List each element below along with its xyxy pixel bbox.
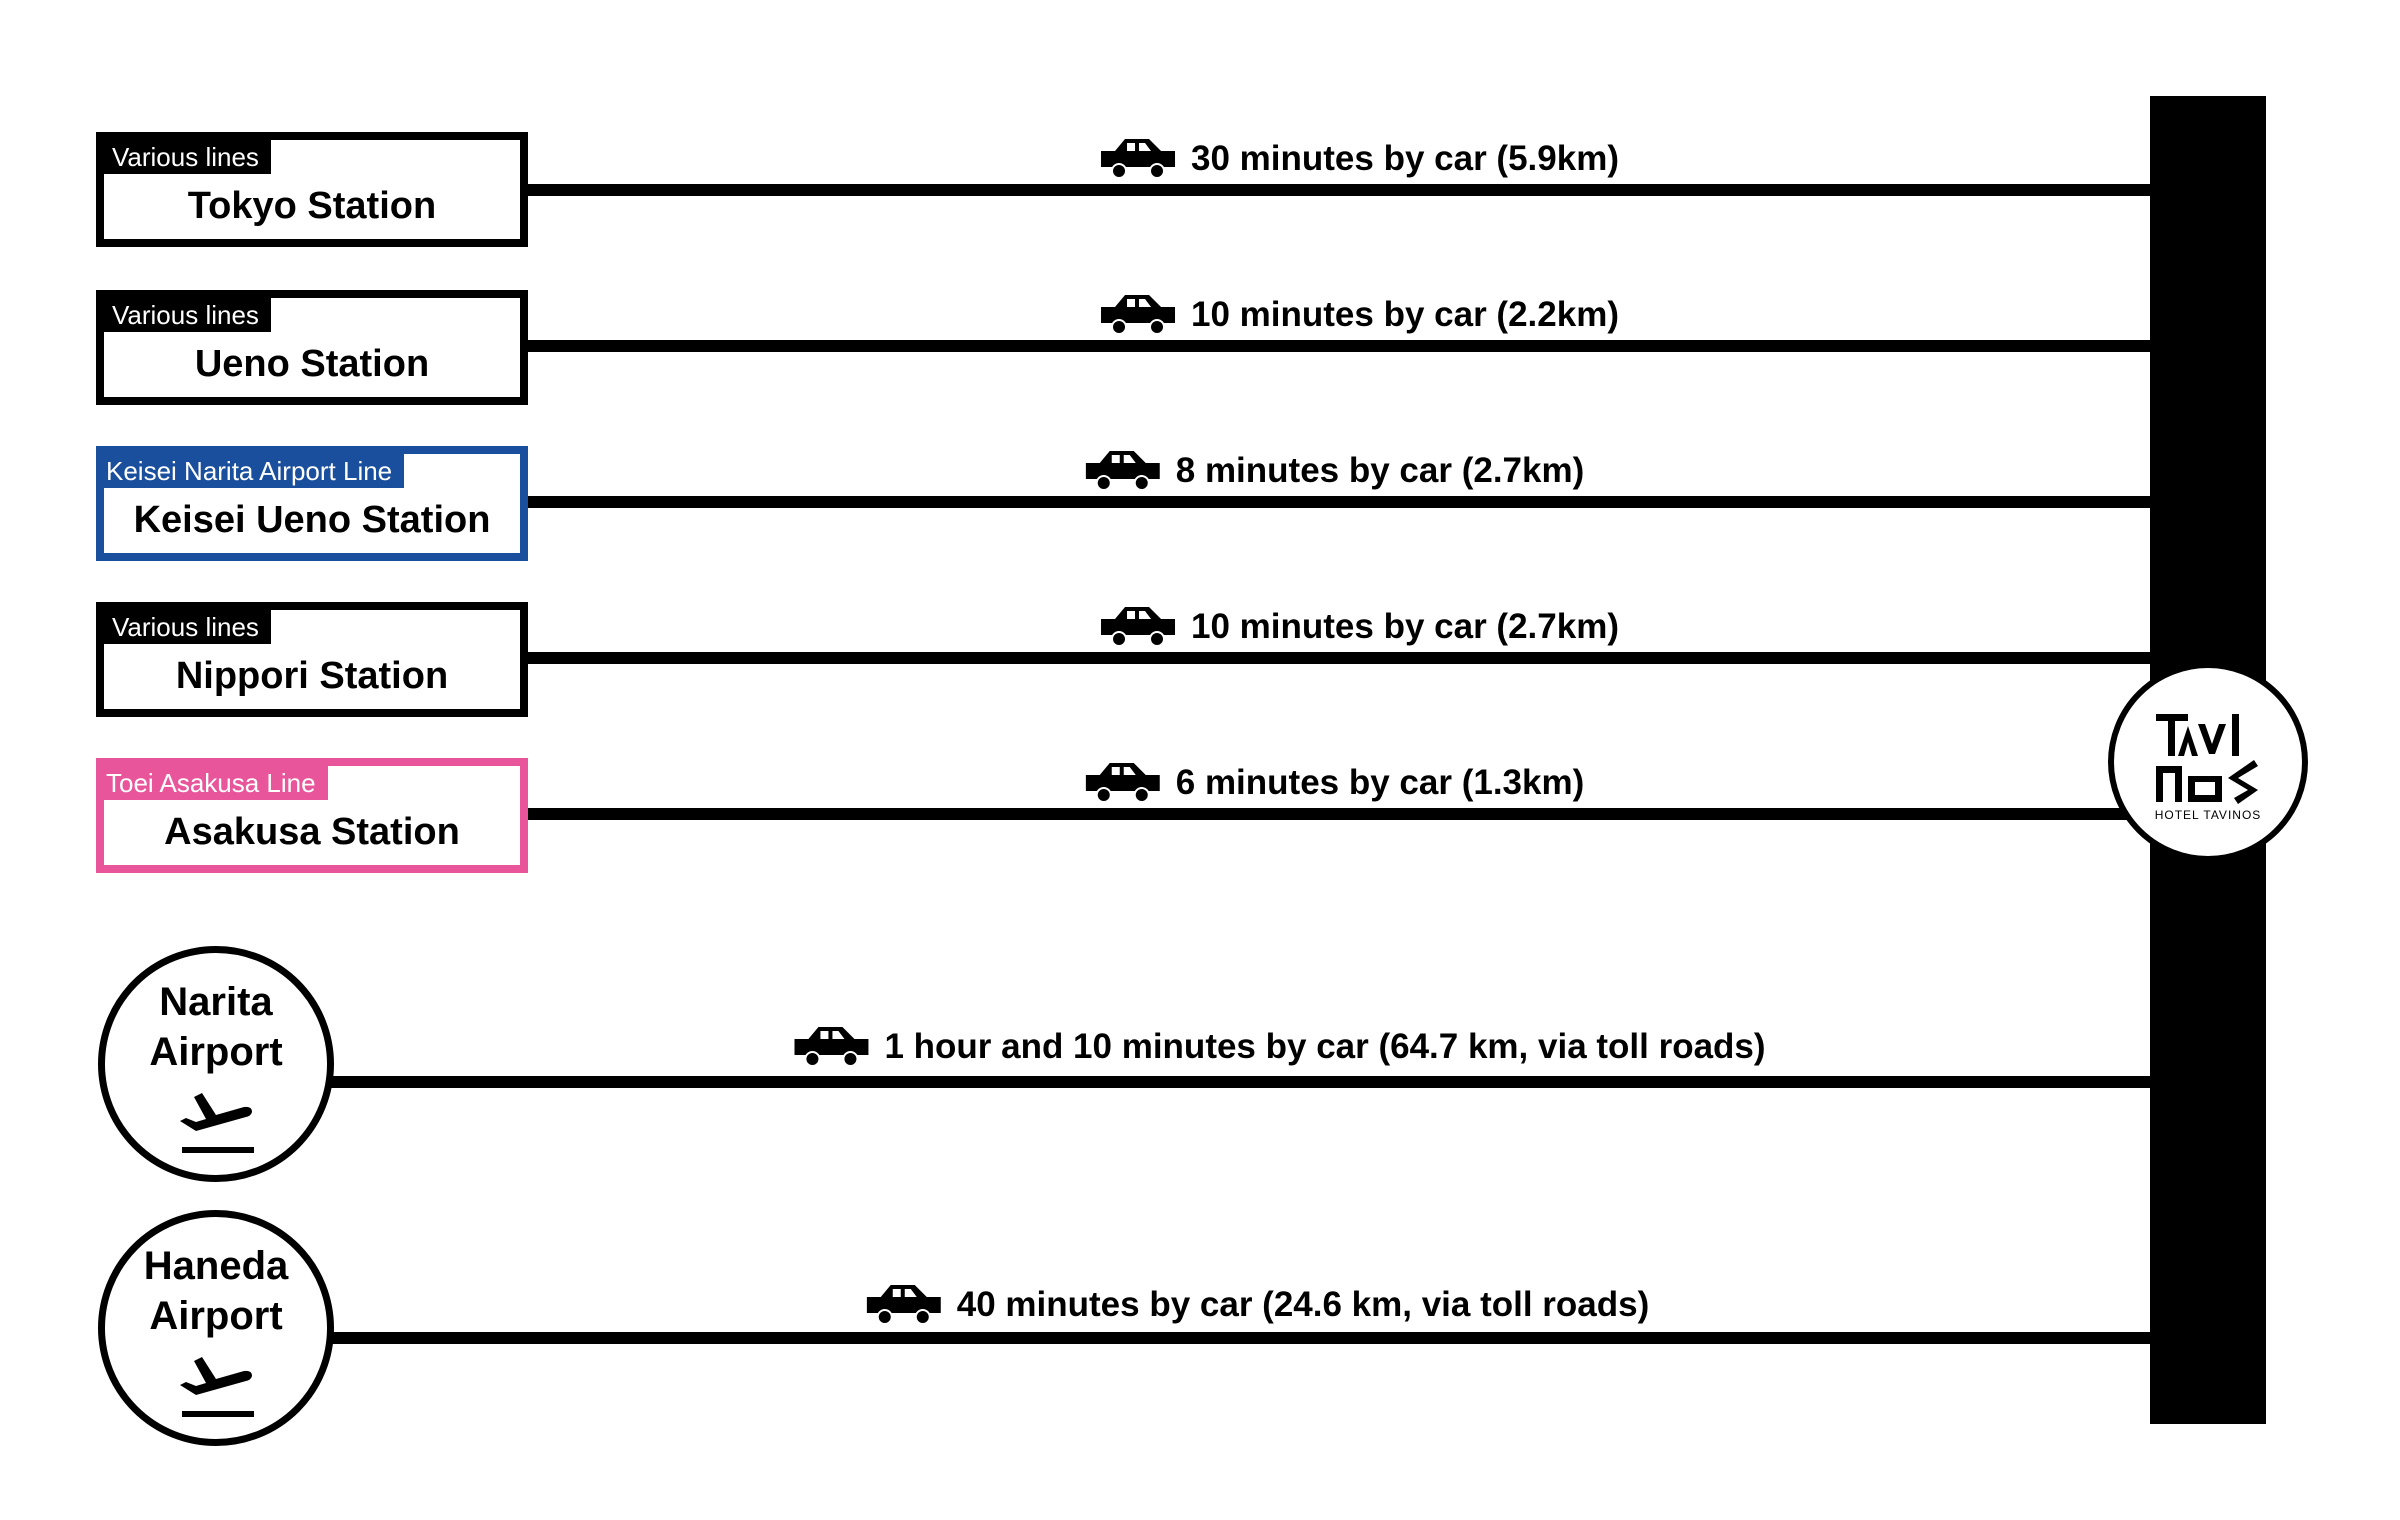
- hotel-tavinos-logo[interactable]: HOTEL TAVINOS: [2108, 662, 2308, 862]
- route-line: [330, 1076, 2150, 1088]
- travel-label: 8 minutes by car (2.7km): [1085, 446, 1585, 496]
- hotel-name: HOTEL TAVINOS: [2154, 808, 2262, 822]
- route-line: [528, 808, 2150, 820]
- travel-time: 40 minutes by car (24.6 km, via toll roa…: [956, 1285, 1650, 1324]
- travel-label: 30 minutes by car (5.9km): [1101, 134, 1619, 184]
- travel-time: 8 minutes by car (2.7km): [1175, 451, 1585, 490]
- station-box-ueno[interactable]: Various lines Ueno Station: [96, 290, 528, 405]
- airport-narita[interactable]: Narita Airport: [98, 946, 334, 1182]
- travel-label: 1 hour and 10 minutes by car (64.7 km, v…: [794, 1022, 1766, 1072]
- line-tag: Keisei Narita Airport Line: [104, 454, 405, 488]
- line-tag: Various lines: [104, 298, 271, 332]
- car-icon: [866, 1285, 941, 1325]
- travel-time: 10 minutes by car (2.2km): [1191, 295, 1619, 334]
- station-box-asakusa[interactable]: Toei Asakusa Line Asakusa Station: [96, 758, 528, 873]
- travel-label: 10 minutes by car (2.7km): [1101, 602, 1619, 652]
- route-line: [528, 184, 2150, 196]
- station-name: Tokyo Station: [187, 185, 437, 227]
- route-line: [528, 652, 2150, 664]
- travel-label: 40 minutes by car (24.6 km, via toll roa…: [866, 1280, 1650, 1330]
- station-box-tokyo[interactable]: Various lines Tokyo Station: [96, 132, 528, 247]
- travel-label: 6 minutes by car (1.3km): [1085, 758, 1585, 808]
- car-icon: [1085, 763, 1160, 803]
- airplane-departure-icon: [180, 1093, 254, 1153]
- station-name: Asakusa Station: [164, 811, 460, 853]
- line-tag: Various lines: [104, 140, 271, 174]
- airport-haneda[interactable]: Haneda Airport: [98, 1210, 334, 1446]
- station-box-nippori[interactable]: Various lines Nippori Station: [96, 602, 528, 717]
- car-icon: [794, 1027, 869, 1067]
- travel-label: 10 minutes by car (2.2km): [1101, 290, 1619, 340]
- route-line: [528, 340, 2150, 352]
- station-name: Keisei Ueno Station: [133, 499, 491, 541]
- travel-time: 1 hour and 10 minutes by car (64.7 km, v…: [884, 1027, 1766, 1066]
- station-name: Nippori Station: [175, 655, 449, 697]
- station-box-keisei-ueno[interactable]: Keisei Narita Airport Line Keisei Ueno S…: [96, 446, 528, 561]
- airplane-departure-icon: [180, 1357, 254, 1417]
- travel-time: 6 minutes by car (1.3km): [1175, 763, 1585, 802]
- airport-name: Haneda Airport: [143, 1244, 289, 1338]
- route-line: [528, 496, 2150, 508]
- route-line: [330, 1332, 2150, 1344]
- car-icon: [1101, 607, 1176, 647]
- tavinos-logo-mark: [2156, 714, 2258, 804]
- station-name: Ueno Station: [194, 343, 430, 385]
- line-tag: Toei Asakusa Line: [104, 766, 328, 800]
- airport-name: Narita Airport: [149, 980, 283, 1074]
- car-icon: [1101, 139, 1176, 179]
- travel-time: 30 minutes by car (5.9km): [1191, 139, 1619, 178]
- car-icon: [1085, 451, 1160, 491]
- travel-time: 10 minutes by car (2.7km): [1191, 607, 1619, 646]
- car-icon: [1101, 295, 1176, 335]
- line-tag: Various lines: [104, 610, 271, 644]
